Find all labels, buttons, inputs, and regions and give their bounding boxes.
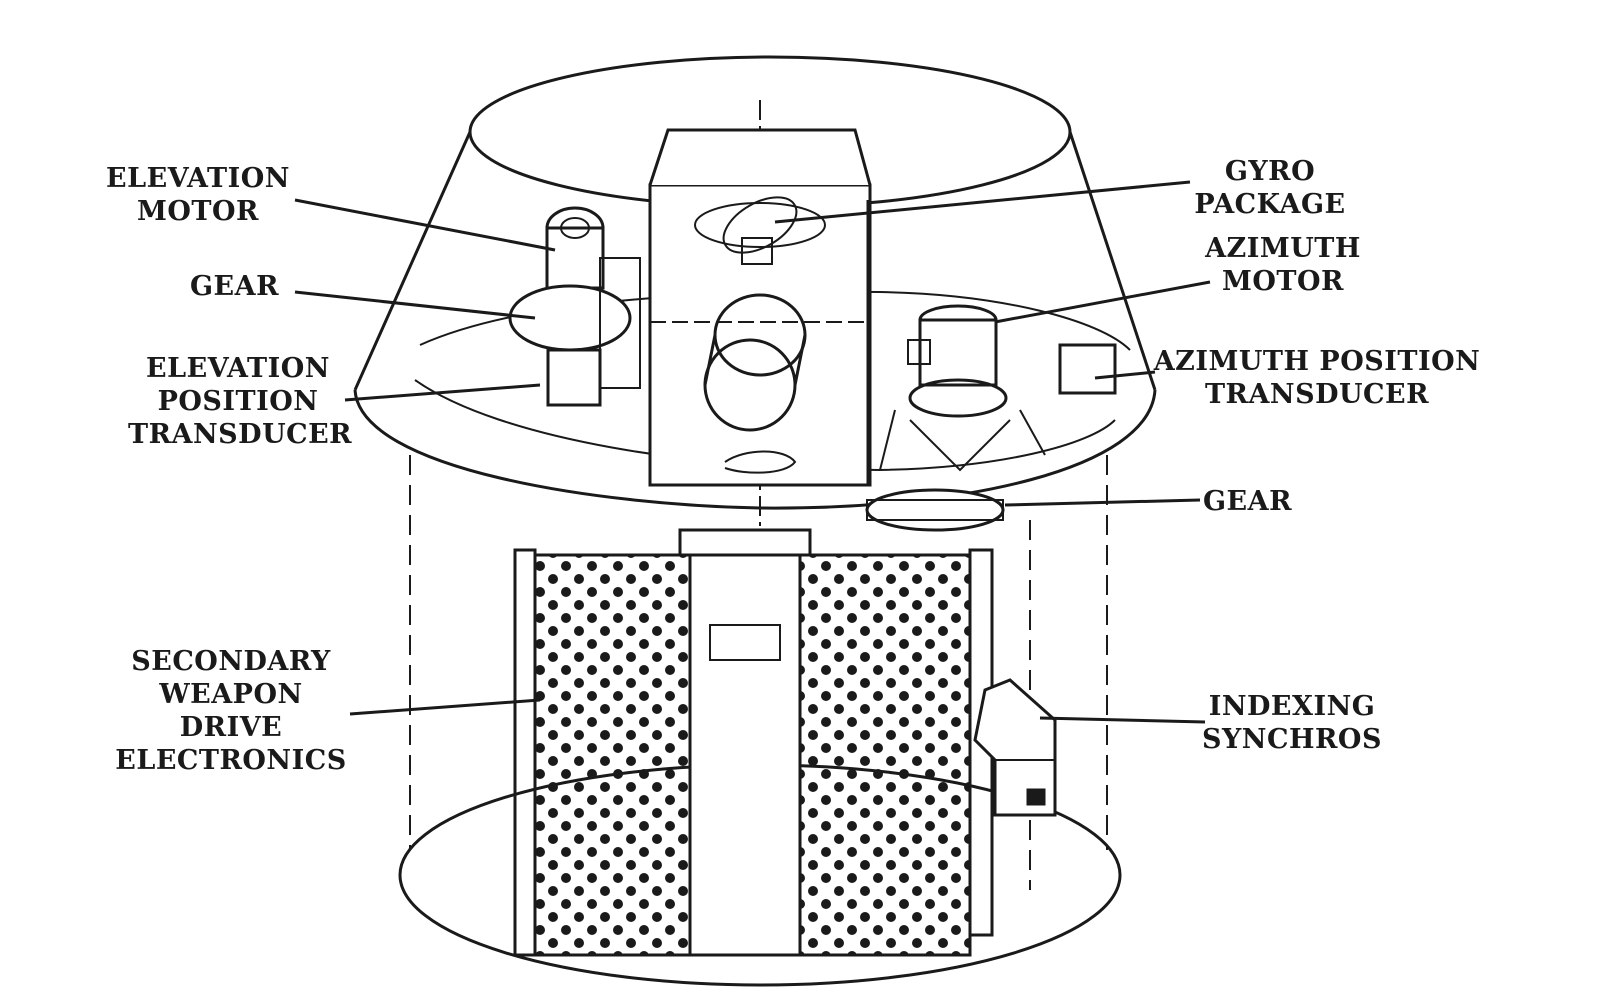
azimuth-gear-side <box>866 499 1004 521</box>
leader-secondary-electronics <box>349 698 541 716</box>
leader-azimuth-transducer <box>1094 370 1156 380</box>
label-elevation-motor: ELEVATION MOTOR <box>106 163 290 227</box>
label-azimuth-motor: AZIMUTH MOTOR <box>1205 233 1361 297</box>
label-elevation-position-transducer: ELEVATION POSITION TRANSDUCER <box>128 353 353 450</box>
azimuth-transducer[interactable] <box>1058 343 1117 395</box>
gyro-rotation-arrow <box>724 450 797 474</box>
electronics-left-panel[interactable] <box>533 553 692 957</box>
leader-gear-left <box>294 290 536 320</box>
leader-indexing-synchros <box>1039 716 1206 724</box>
label-gear-left: GEAR <box>190 271 280 302</box>
elevation-motor-inner <box>560 217 590 239</box>
azimuth-motor-base <box>908 378 1008 418</box>
azimuth-motor-body[interactable] <box>918 318 998 387</box>
elevation-bracket <box>599 257 641 389</box>
gyro-orbit-a <box>694 202 826 248</box>
indexing-synchros-port <box>1026 788 1046 806</box>
gyro-lens-side-right <box>793 334 807 386</box>
indexing-synchros-face <box>994 759 1056 816</box>
electronics-right-panel[interactable] <box>798 553 972 957</box>
elevation-transducer[interactable] <box>546 348 602 407</box>
azimuth-mount-legs <box>879 409 1046 472</box>
electronics-left-frame <box>513 548 537 957</box>
leader-elevation-transducer <box>344 383 541 402</box>
leader-elevation-motor <box>294 198 556 252</box>
electronics-connector <box>709 624 781 661</box>
leader-azimuth-motor <box>994 280 1211 324</box>
gyro-package-body[interactable] <box>648 183 872 487</box>
electronics-center-channel <box>688 543 802 957</box>
label-gyro-package: GYRO PACKAGE <box>1194 156 1346 220</box>
label-azimuth-position-transducer: AZIMUTH POSITION TRANSDUCER <box>1153 346 1481 410</box>
label-indexing-synchros: INDEXING SYNCHROS <box>1202 691 1382 755</box>
label-secondary-weapon-drive-electronics: SECONDARY WEAPON DRIVE ELECTRONICS <box>115 646 347 776</box>
cone-left-side <box>353 131 472 391</box>
gyro-lens-side-left <box>703 334 717 386</box>
leader-gyro-package <box>774 180 1191 224</box>
gyro-core <box>741 237 773 265</box>
leader-gear-right <box>1004 498 1201 507</box>
azimuth-gear[interactable] <box>865 488 1005 532</box>
gyro-package-top <box>648 128 872 186</box>
label-gear-right: GEAR <box>1203 486 1293 517</box>
electronics-top-bracket <box>678 528 812 557</box>
azimuth-bolt <box>907 339 931 365</box>
cone-right-side <box>1068 131 1157 391</box>
